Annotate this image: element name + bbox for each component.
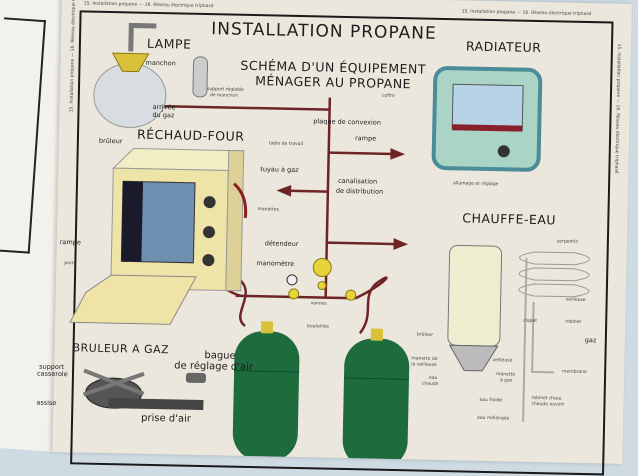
label: tuyau à gaz — [260, 165, 299, 174]
label: détendeur — [264, 239, 299, 249]
subtitle-line2: MÉNAGER AU PROPANE — [255, 73, 412, 92]
label: chaude ouvert — [531, 401, 565, 408]
cylinder-left — [232, 331, 300, 462]
label: gaz — [584, 336, 597, 345]
label: à gaz — [499, 378, 513, 384]
label: eau — [428, 375, 438, 381]
label: bouteilles — [306, 324, 329, 330]
chauffe-eau-heading: CHAUFFE-EAU — [462, 210, 557, 228]
label: canalisation — [338, 176, 378, 186]
label: casserole — [36, 369, 68, 379]
vanne-left — [288, 288, 300, 300]
lamp-mantle — [192, 56, 209, 98]
label: manettes — [257, 207, 279, 213]
label: allumage et réglage — [453, 181, 499, 188]
label: du gaz — [152, 110, 175, 120]
label: serpentin — [556, 239, 579, 245]
poster-title: INSTALLATION PROPANE — [211, 19, 437, 44]
label: manomètre — [256, 259, 295, 268]
water-heater-tank — [447, 244, 503, 347]
detendeur-regulator — [312, 258, 332, 278]
label: de distribution — [335, 186, 384, 196]
gas-hose — [232, 182, 248, 219]
label: manchon — [145, 58, 176, 68]
label: veilleuse — [492, 358, 513, 364]
label: veilleuse — [565, 297, 586, 304]
manometre-gauge — [286, 274, 298, 286]
label: rampe — [354, 134, 377, 143]
label: vannes — [310, 301, 327, 307]
label: assise — [36, 398, 57, 407]
serpentin-coil — [518, 251, 591, 298]
label: prise d'air — [140, 412, 192, 425]
label: bague — [204, 350, 236, 362]
lamp-collar — [111, 52, 150, 73]
label: de réglage d'air — [174, 360, 254, 374]
radiator-knob — [497, 145, 510, 158]
radiator-window — [451, 83, 524, 132]
label: porte — [64, 261, 77, 267]
lampe-heading: LAMPE — [146, 35, 192, 52]
label: la veilleuse — [411, 362, 437, 368]
label: robinet — [565, 319, 582, 325]
label: eau mélangée — [477, 415, 510, 422]
label: de manchon — [209, 93, 238, 99]
label: chaude — [421, 381, 439, 387]
vanne-right — [345, 289, 357, 301]
rechaud-four-heading: RÉCHAUD-FOUR — [136, 126, 245, 144]
poster: 15. Installation propane — 16. Réseau él… — [36, 0, 632, 476]
label: table de travail — [268, 141, 304, 148]
bruleur-heading: BRULEUR A GAZ — [72, 341, 170, 357]
diagram-artwork — [69, 22, 591, 464]
label: arrivée — [152, 102, 176, 112]
oven-door — [69, 274, 197, 325]
background-frame — [0, 17, 46, 254]
cylinder-right — [342, 338, 410, 464]
label: clapet — [523, 318, 538, 325]
label: brûleur — [98, 136, 123, 146]
label: manette — [496, 372, 516, 378]
label: coffre — [381, 93, 395, 99]
label: plaque de convexion — [313, 117, 381, 127]
label: rampe — [59, 238, 81, 247]
label: brûleur — [416, 332, 434, 338]
radiator-burner — [452, 124, 523, 132]
label: membrane — [562, 369, 587, 376]
radiateur-heading: RADIATEUR — [465, 38, 542, 56]
label: eau froide — [479, 397, 503, 404]
